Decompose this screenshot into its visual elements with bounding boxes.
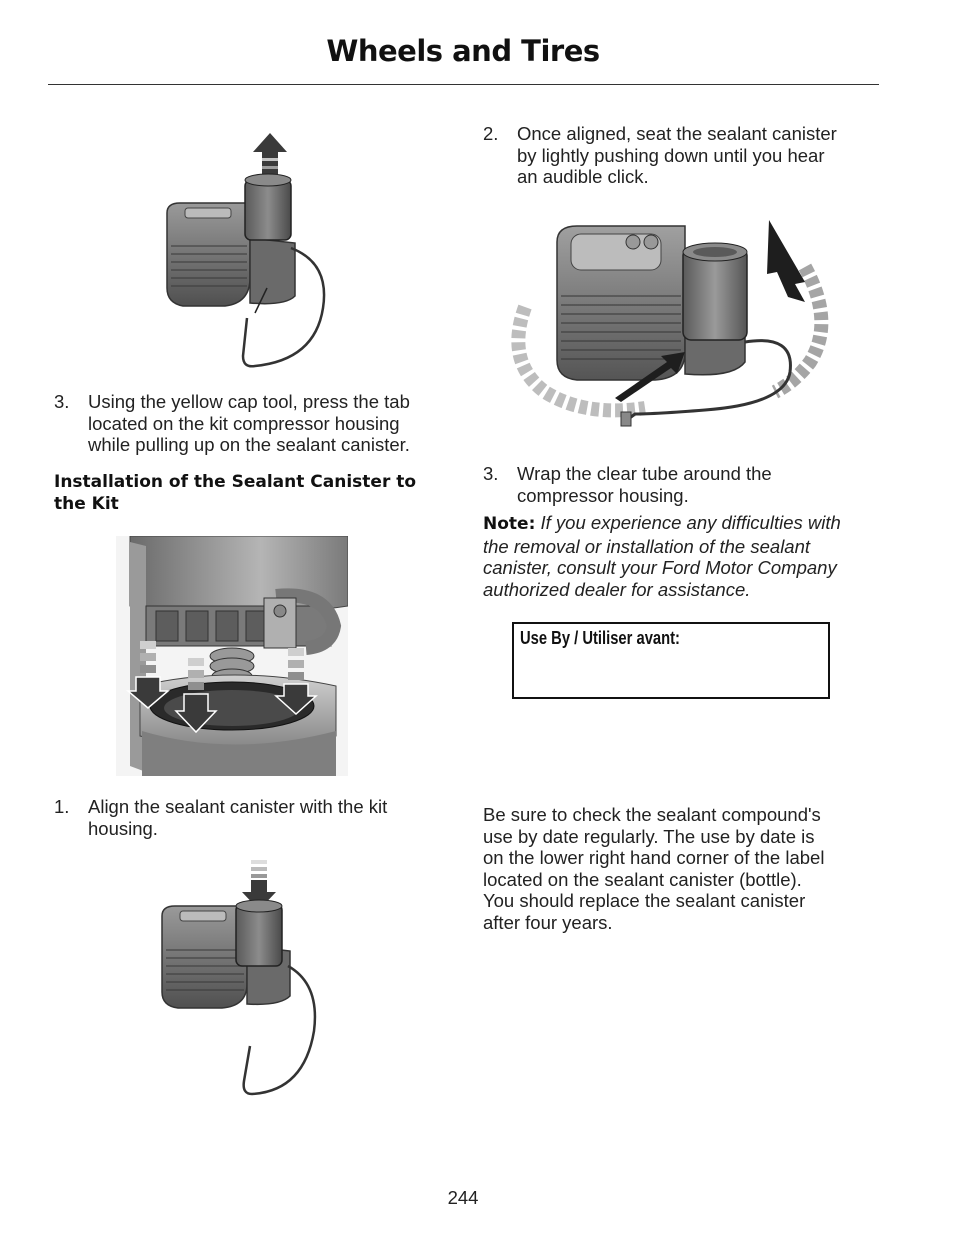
use-by-paragraph: Be sure to check the sealant compound's … — [483, 804, 825, 933]
page-number: 244 — [447, 1187, 479, 1208]
header-divider — [48, 84, 879, 85]
page-title: Wheels and Tires — [326, 34, 600, 68]
use-by-label: Use By / Utiliser avant: — [512, 622, 830, 699]
figure-installation-closeup — [116, 536, 348, 776]
figure-canister-align — [152, 856, 332, 1101]
figure-canister-removal — [155, 128, 335, 373]
figure-canister-seated — [505, 212, 835, 434]
section-subheading: Installation of the Sealant Canister to … — [54, 472, 417, 514]
note-block: Note: If you experience any difficulties… — [483, 512, 841, 600]
